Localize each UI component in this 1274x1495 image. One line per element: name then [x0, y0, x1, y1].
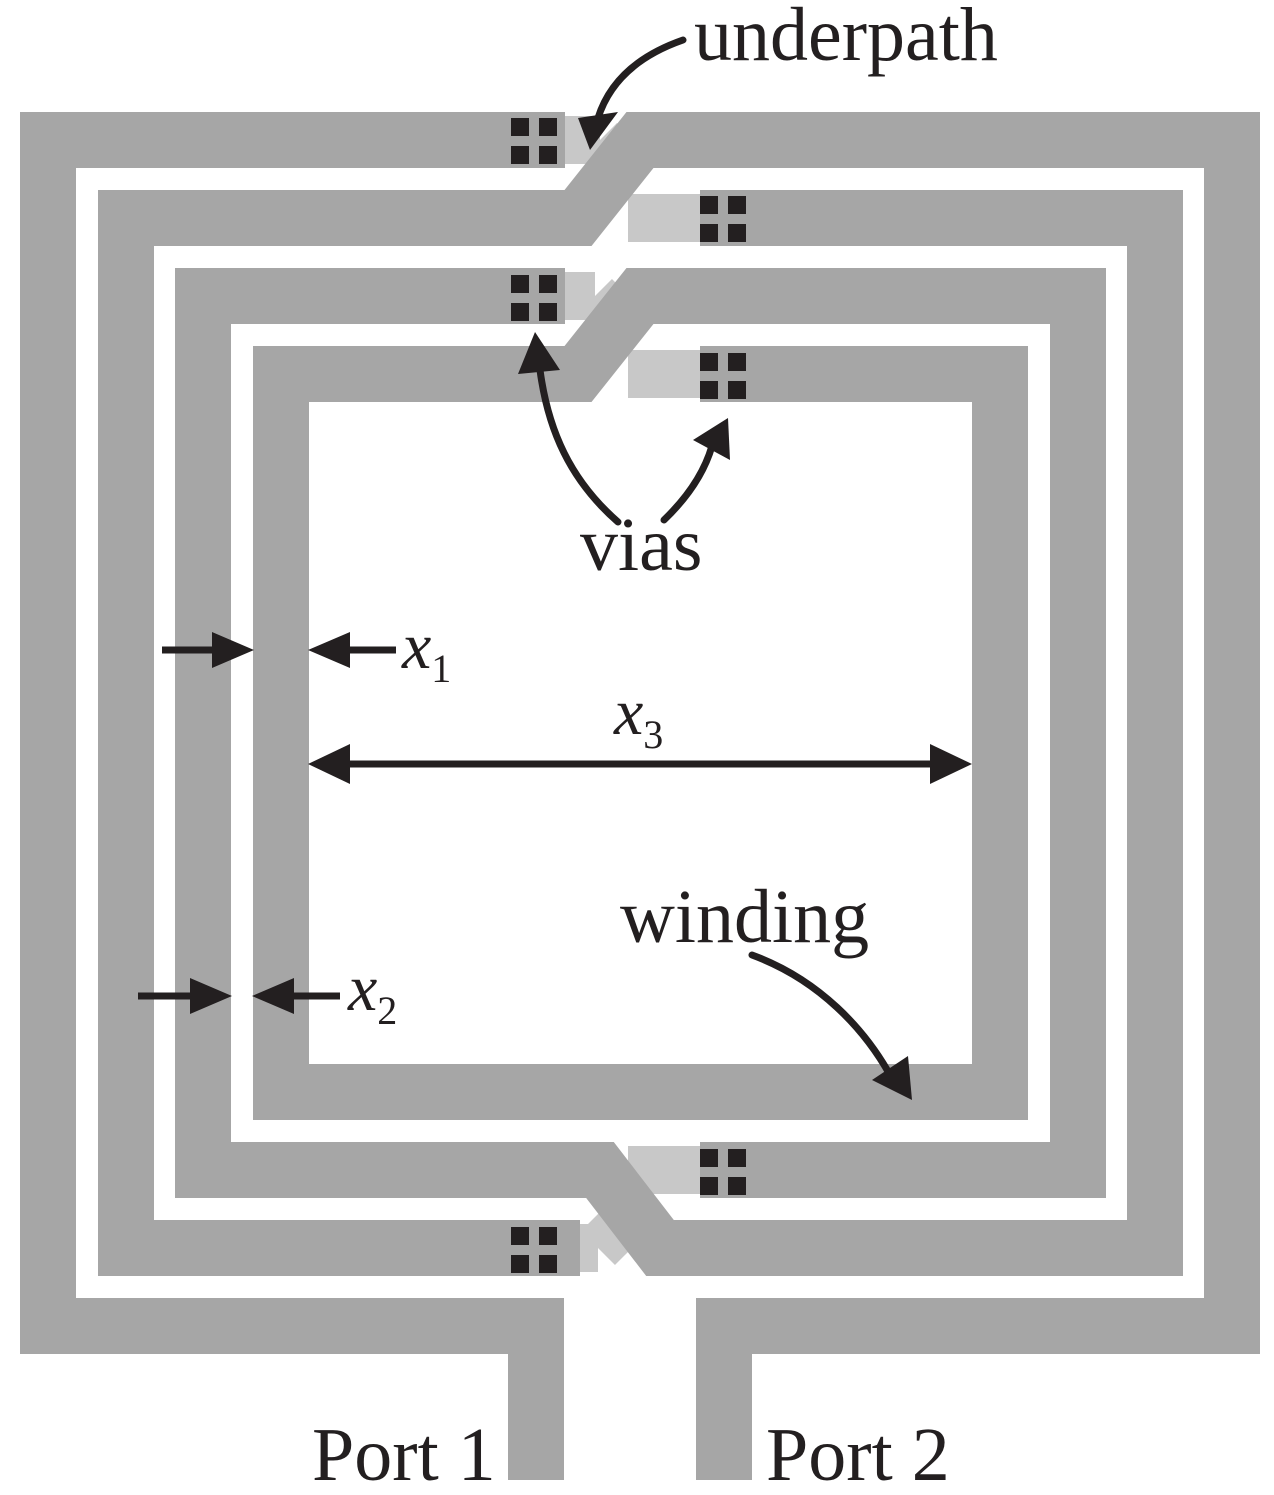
via-block-bottom-right — [700, 1149, 746, 1195]
text-labels: underpath vias winding Port 1 Port 2 x1 … — [312, 0, 998, 1495]
underpath-arrowhead — [578, 112, 618, 150]
winding-track-4 — [253, 346, 1028, 1120]
via-block-top-left-inner — [511, 275, 557, 321]
x3-label: x3 — [613, 676, 663, 757]
x1-arrowhead-left — [308, 632, 350, 668]
winding-track-2b — [680, 190, 1183, 1276]
x3-arrowhead-right — [930, 744, 972, 784]
underpath-arrow — [594, 36, 687, 122]
winding-track-2 — [98, 190, 580, 1276]
winding-tracks — [20, 112, 1260, 1480]
vias-arrow-right — [660, 442, 716, 524]
winding-arrowhead — [872, 1056, 912, 1100]
via-blocks — [511, 118, 746, 1273]
x2-arrowhead-left — [252, 978, 294, 1014]
via-block-top-left-outer — [511, 118, 557, 164]
x1-arrowhead-right — [212, 632, 254, 668]
dimension-markers — [138, 632, 972, 1014]
callout-arrows — [518, 36, 912, 1100]
vias-arrow-left — [536, 366, 622, 526]
winding-arrow — [748, 951, 894, 1079]
via-block-top-right-outer — [700, 196, 746, 242]
vias-arrowhead-right — [693, 418, 730, 460]
winding-track-3b — [655, 268, 1106, 1198]
port2-label: Port 2 — [766, 1413, 950, 1495]
x3-arrowhead-left — [308, 744, 350, 784]
winding-track-1b — [655, 112, 1260, 1480]
x2-arrowhead-right — [190, 978, 232, 1014]
via-block-top-right-inner — [700, 353, 746, 399]
x1-label: x1 — [401, 610, 451, 691]
underpath-label: underpath — [694, 0, 998, 77]
vias-arrowhead-left — [518, 332, 560, 374]
x2-label: x2 — [347, 952, 397, 1033]
winding-track-3 — [175, 268, 600, 1198]
winding-label: winding — [620, 875, 869, 959]
winding-track-1 — [20, 112, 565, 1480]
port1-label: Port 1 — [312, 1413, 496, 1495]
vias-label: vias — [580, 503, 702, 587]
via-block-bottom-left — [511, 1227, 557, 1273]
